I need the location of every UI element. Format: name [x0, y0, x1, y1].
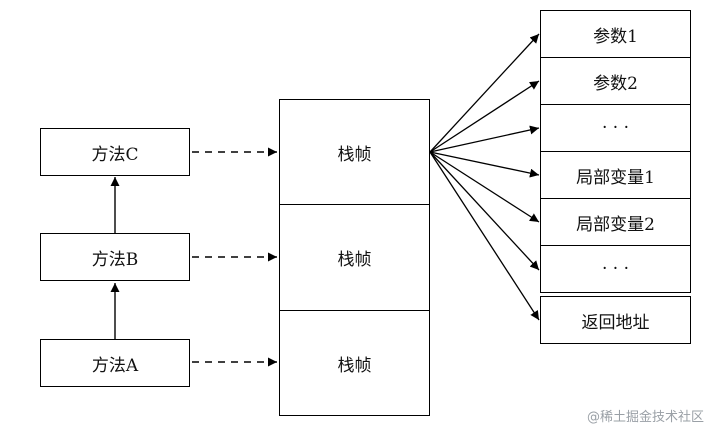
- frame-cell-label: 参数2: [593, 73, 638, 94]
- fan-arrow-ellipsis-2: [429, 151, 540, 271]
- fan-arrow-param-2: [429, 80, 540, 153]
- method-b-box: 方法B: [40, 233, 190, 281]
- stack-frame-label: 栈帧: [337, 144, 372, 165]
- frame-cell-label: 参数1: [593, 26, 638, 47]
- frame-cell-label: 返回地址: [581, 312, 650, 333]
- stack-frame-label: 栈帧: [337, 250, 372, 270]
- method-b-label: 方法B: [91, 249, 139, 270]
- frame-cell-param-1: 参数1: [540, 10, 691, 58]
- stack-frame-label: 栈帧: [337, 355, 372, 376]
- frame-cell-label: · · ·: [601, 118, 630, 138]
- fan-arrow-return-address: [429, 151, 540, 321]
- frame-cell-ellipsis-1: · · ·: [540, 104, 691, 152]
- frame-cell-ellipsis-2: · · ·: [540, 245, 691, 293]
- method-c-label: 方法C: [91, 144, 139, 165]
- frame-cell-label: 局部变量2: [576, 214, 655, 235]
- frame-cell-label: 局部变量1: [576, 167, 655, 188]
- method-a-box: 方法A: [40, 339, 190, 387]
- stack-frame-bottom: 栈帧: [279, 310, 430, 416]
- fan-arrow-ellipsis-1: [429, 125, 540, 153]
- frame-cell-local-var-2: 局部变量2: [540, 198, 691, 246]
- frame-cell-label: · · ·: [601, 259, 630, 279]
- method-a-label: 方法A: [91, 355, 139, 376]
- frame-cell-local-var-1: 局部变量1: [540, 151, 691, 199]
- frame-cell-param-2: 参数2: [540, 57, 691, 105]
- fan-arrow-param-1: [429, 33, 540, 153]
- stack-frame-middle: 栈帧: [279, 204, 430, 311]
- method-c-box: 方法C: [40, 128, 190, 176]
- fan-arrow-local-var-2: [429, 151, 540, 223]
- fan-arrow-local-var-1: [429, 151, 540, 178]
- frame-cell-return-address: 返回地址: [540, 296, 691, 344]
- watermark: @稀土掘金技术社区: [586, 410, 704, 425]
